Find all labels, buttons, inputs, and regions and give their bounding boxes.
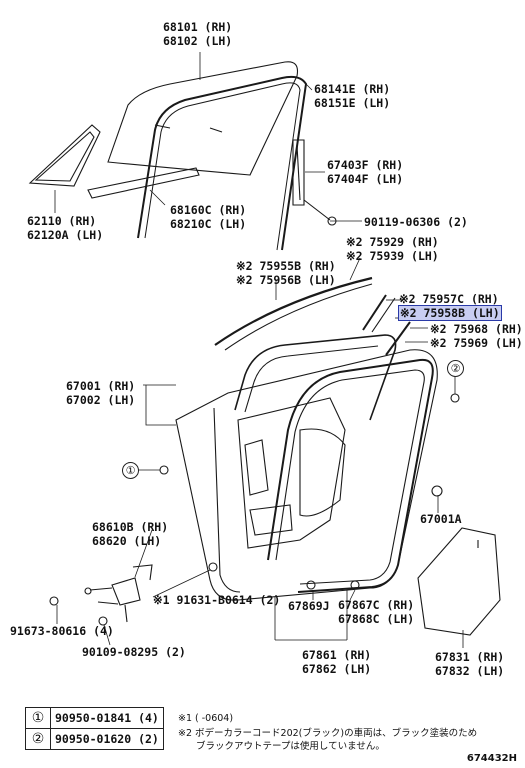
- label-75955b: ※2 75955B (RH)※2 75956B (LH): [236, 259, 336, 287]
- weatherstrip-67861: [267, 358, 434, 593]
- tape-75968: [385, 321, 411, 356]
- label-90109: 90109-08295 (2): [82, 645, 186, 659]
- label-90119: 90119-06306 (2): [364, 215, 468, 229]
- door-frame: [234, 334, 397, 421]
- label-67869j: 67869J: [288, 599, 330, 613]
- legend-row: ② 90950-01620 (2): [25, 728, 164, 750]
- label-68160c: 68160C (RH)68210C (LH): [170, 203, 247, 231]
- division-bar: [292, 139, 305, 206]
- callout-2: ②: [447, 360, 464, 377]
- figure-reference: 674432H: [466, 753, 517, 764]
- tape-75955: [214, 276, 373, 346]
- label-75929: ※2 75929 (RH)※2 75939 (LH): [346, 235, 439, 263]
- label-67867c: 67867C (RH)67868C (LH): [338, 598, 415, 626]
- label-68101: 68101 (RH)68102 (LH): [163, 20, 233, 48]
- quarter-window: [28, 124, 101, 187]
- legend-symbol: ①: [25, 707, 51, 729]
- legend-symbol: ②: [25, 728, 51, 750]
- label-67831: 67831 (RH)67832 (LH): [435, 650, 505, 678]
- fastener-legend: ① 90950-01841 (4) ② 90950-01620 (2): [25, 707, 164, 750]
- label-91673: 91673-80616 (4): [10, 624, 114, 638]
- label-67001: 67001 (RH)67002 (LH): [66, 379, 136, 407]
- label-62110: 62110 (RH)62120A (LH): [27, 214, 104, 242]
- label-75957c: ※2 75957C (RH): [399, 292, 499, 306]
- legend-part: 90950-01620 (2): [50, 728, 164, 750]
- label-68141e: 68141E (RH)68151E (LH): [314, 82, 391, 110]
- label-75968: ※2 75968 (RH)※2 75969 (LH): [430, 322, 523, 350]
- label-75958b: ※2 75958B (LH): [398, 305, 502, 321]
- door-hinge: [111, 577, 141, 606]
- legend-part: 90950-01841 (4): [50, 707, 164, 729]
- legend-row: ① 90950-01841 (4): [25, 707, 164, 729]
- label-67403f: 67403F (RH)67404F (LH): [327, 158, 404, 186]
- note-2-line-2: ブラックアウトテープは使用していません。: [196, 741, 385, 752]
- tape-75957: [362, 294, 387, 331]
- label-67861: 67861 (RH)67862 (LH): [302, 648, 372, 676]
- belt-moulding: [87, 167, 200, 199]
- callout-1: ①: [122, 462, 139, 479]
- note-2-line-1: ※2 ボデーカラーコード202(ブラック)の車両は、ブラック塗装のため: [178, 728, 478, 739]
- label-91631: ※1 91631-B0614 (2): [153, 593, 281, 607]
- door-glass: [107, 61, 299, 176]
- label-68610b: 68610B (RH)68620 (LH): [92, 520, 169, 548]
- note-1: ※1 ( -0604): [178, 713, 234, 724]
- highlighted-part-75958b: ※2 75958B (LH): [398, 305, 502, 321]
- service-hole-cover: [417, 527, 501, 636]
- label-67001a: 67001A: [420, 512, 462, 526]
